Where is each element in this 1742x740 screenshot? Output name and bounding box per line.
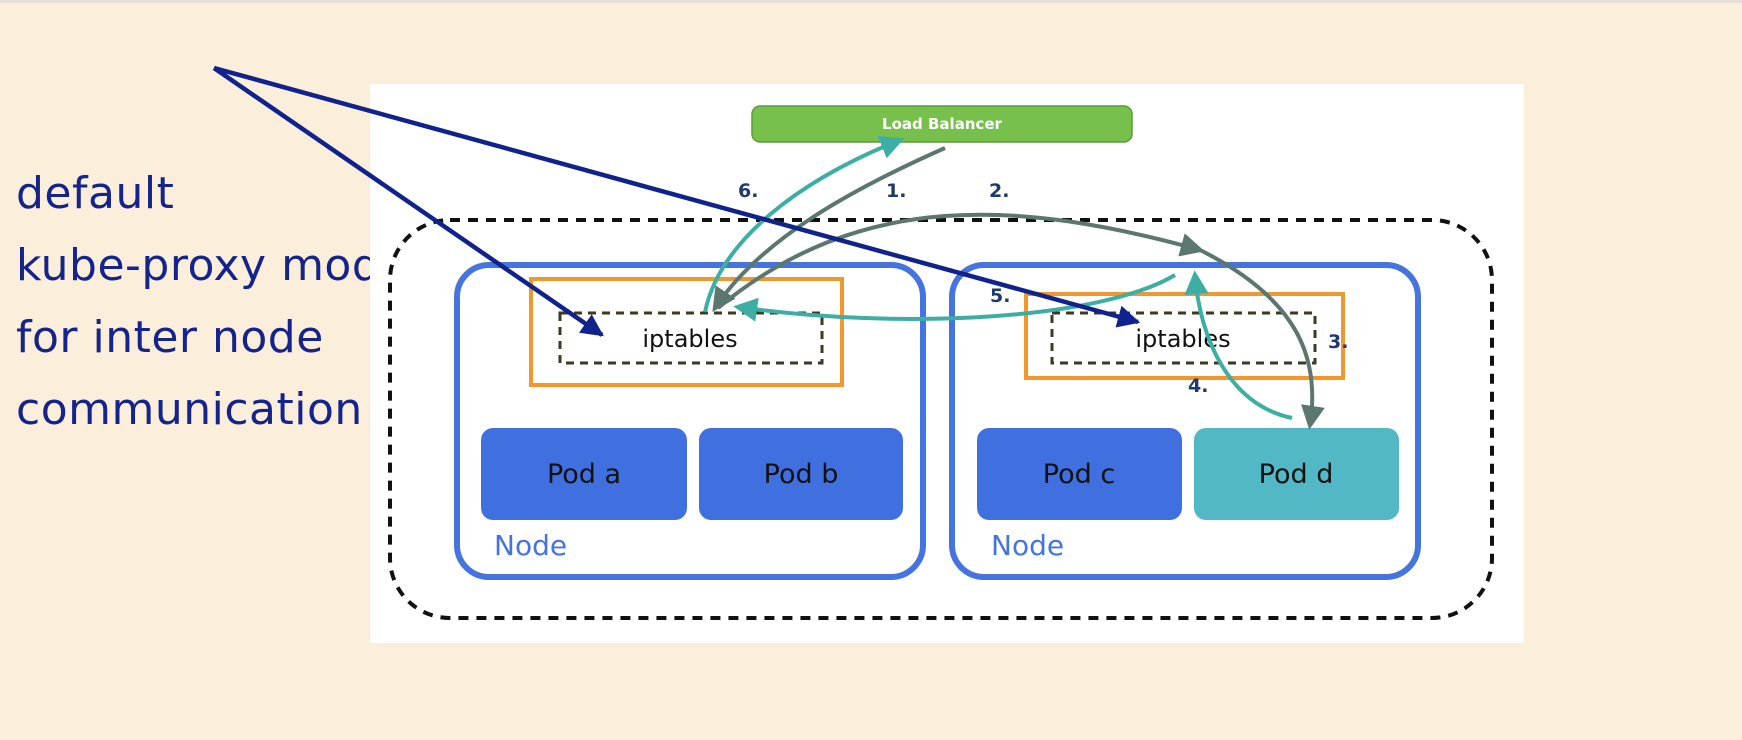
node-1-label: Node — [494, 529, 567, 562]
node-1: iptables Pod a Pod b Node — [454, 262, 926, 580]
caption-line-1: default — [16, 168, 175, 219]
step-label-4: 4. — [1188, 375, 1208, 397]
node-2-iptables-box — [1050, 311, 1317, 365]
annotation-arrow-node-1 — [212, 66, 604, 337]
pod-d — [1194, 428, 1399, 520]
flow-arrow-4 — [1184, 270, 1293, 420]
flow-arrow-3 — [1199, 248, 1325, 430]
caption-line-4: communication — [16, 384, 363, 435]
pod-c-label: Pod c — [1043, 459, 1115, 490]
pod-b — [699, 428, 903, 520]
node-2-label: Node — [991, 529, 1064, 562]
flow-arrow-5 — [733, 273, 1177, 322]
flow-arrow-2 — [716, 212, 1205, 310]
pod-a — [481, 428, 687, 520]
slide-caption: default kube-proxy mode for inter node c… — [16, 158, 436, 446]
step-label-2: 2. — [989, 180, 1009, 202]
caption-line-3: for inter node — [16, 312, 324, 363]
pod-d-label: Pod d — [1259, 459, 1334, 490]
caption-line-2: kube-proxy mode — [16, 240, 408, 291]
node-2-iptables-highlight — [1024, 292, 1345, 380]
step-label-5: 5. — [990, 285, 1010, 307]
node-2-iptables-label: iptables — [1135, 325, 1230, 353]
step-label-1: 1. — [886, 180, 906, 202]
cluster-boundary — [388, 218, 1494, 620]
node-1-iptables-label: iptables — [642, 325, 737, 353]
pod-a-label: Pod a — [547, 459, 621, 490]
load-balancer: Load Balancer — [751, 105, 1133, 143]
node-1-iptables-highlight — [529, 277, 844, 387]
pod-c — [977, 428, 1182, 520]
node-1-iptables-box — [558, 311, 824, 365]
step-label-3: 3. — [1328, 331, 1348, 353]
load-balancer-label: Load Balancer — [882, 115, 1003, 133]
flow-arrow-1 — [712, 146, 946, 313]
annotation-arrow-node-2 — [213, 65, 1141, 328]
step-label-6: 6. — [738, 180, 758, 202]
flow-arrow-6 — [703, 135, 905, 313]
top-rule — [0, 0, 1742, 3]
pod-b-label: Pod b — [764, 459, 839, 490]
